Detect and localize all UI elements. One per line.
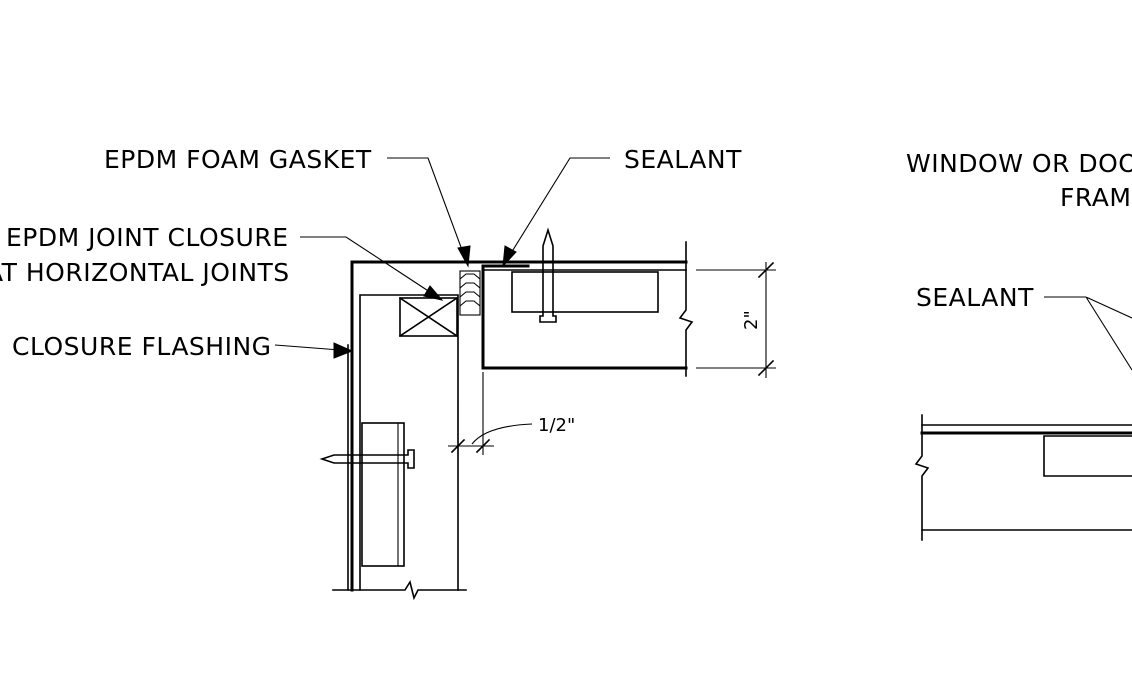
corner-closure-detail — [319, 227, 776, 601]
gasket-pattern — [459, 273, 481, 307]
wood-blocking — [361, 422, 405, 567]
label-epdm-joint-closure-2: AT HORIZONTAL JOINTS — [0, 258, 290, 287]
upper-screw — [539, 227, 557, 323]
bottom-break-line — [332, 579, 467, 601]
leader-sealant-right — [1044, 296, 1132, 371]
leader-sealant-top — [507, 157, 610, 259]
panel-stiffener — [511, 271, 659, 313]
text-labels: EPDM FOAM GASKET SEALANT EPDM JOINT CLOS… — [0, 145, 1132, 436]
epdm-joint-closure-box — [399, 297, 458, 337]
dim-panel-depth: 2" — [741, 310, 762, 330]
lower-screw — [319, 449, 415, 469]
dim-joint-width: 1/2" — [538, 415, 575, 436]
label-epdm-joint-closure-1: EPDM JOINT CLOSURE — [6, 223, 289, 252]
leader-joint-closure — [300, 236, 437, 297]
arrow-joint-closure — [423, 285, 444, 301]
frame-break-line — [914, 414, 930, 541]
arrow-sealant-top — [502, 245, 517, 268]
arrow-foam-gasket — [457, 245, 471, 268]
label-closure-flashing: CLOSURE FLASHING — [12, 332, 272, 361]
joint-dim-leader — [471, 423, 533, 445]
arrow-closure-flashing — [333, 342, 354, 359]
frame-member — [1043, 435, 1132, 477]
depth-tick-bottom — [757, 359, 775, 377]
label-window-frame-2: FRAME — [1060, 183, 1132, 212]
label-epdm-foam-gasket: EPDM FOAM GASKET — [104, 145, 372, 174]
joint-tick-right — [475, 438, 491, 454]
closure-flashing-outer — [350, 260, 688, 592]
label-sealant-right: SEALANT — [916, 283, 1034, 312]
label-window-frame-1: WINDOW OR DOOR — [906, 149, 1132, 178]
depth-tick-top — [757, 261, 775, 279]
epdm-foam-gasket — [459, 270, 481, 316]
closure-flashing-inner — [359, 294, 459, 591]
leader-foam-gasket — [387, 157, 466, 259]
closure-x-2 — [398, 296, 459, 338]
leaders — [274, 157, 1132, 371]
leader-closure-flashing — [274, 344, 341, 351]
label-sealant-top: SEALANT — [624, 145, 742, 174]
panel-break-line — [678, 241, 694, 377]
window-frame-detail — [914, 414, 1132, 541]
panel-outline — [481, 264, 688, 370]
joint-tick-left — [450, 438, 466, 454]
